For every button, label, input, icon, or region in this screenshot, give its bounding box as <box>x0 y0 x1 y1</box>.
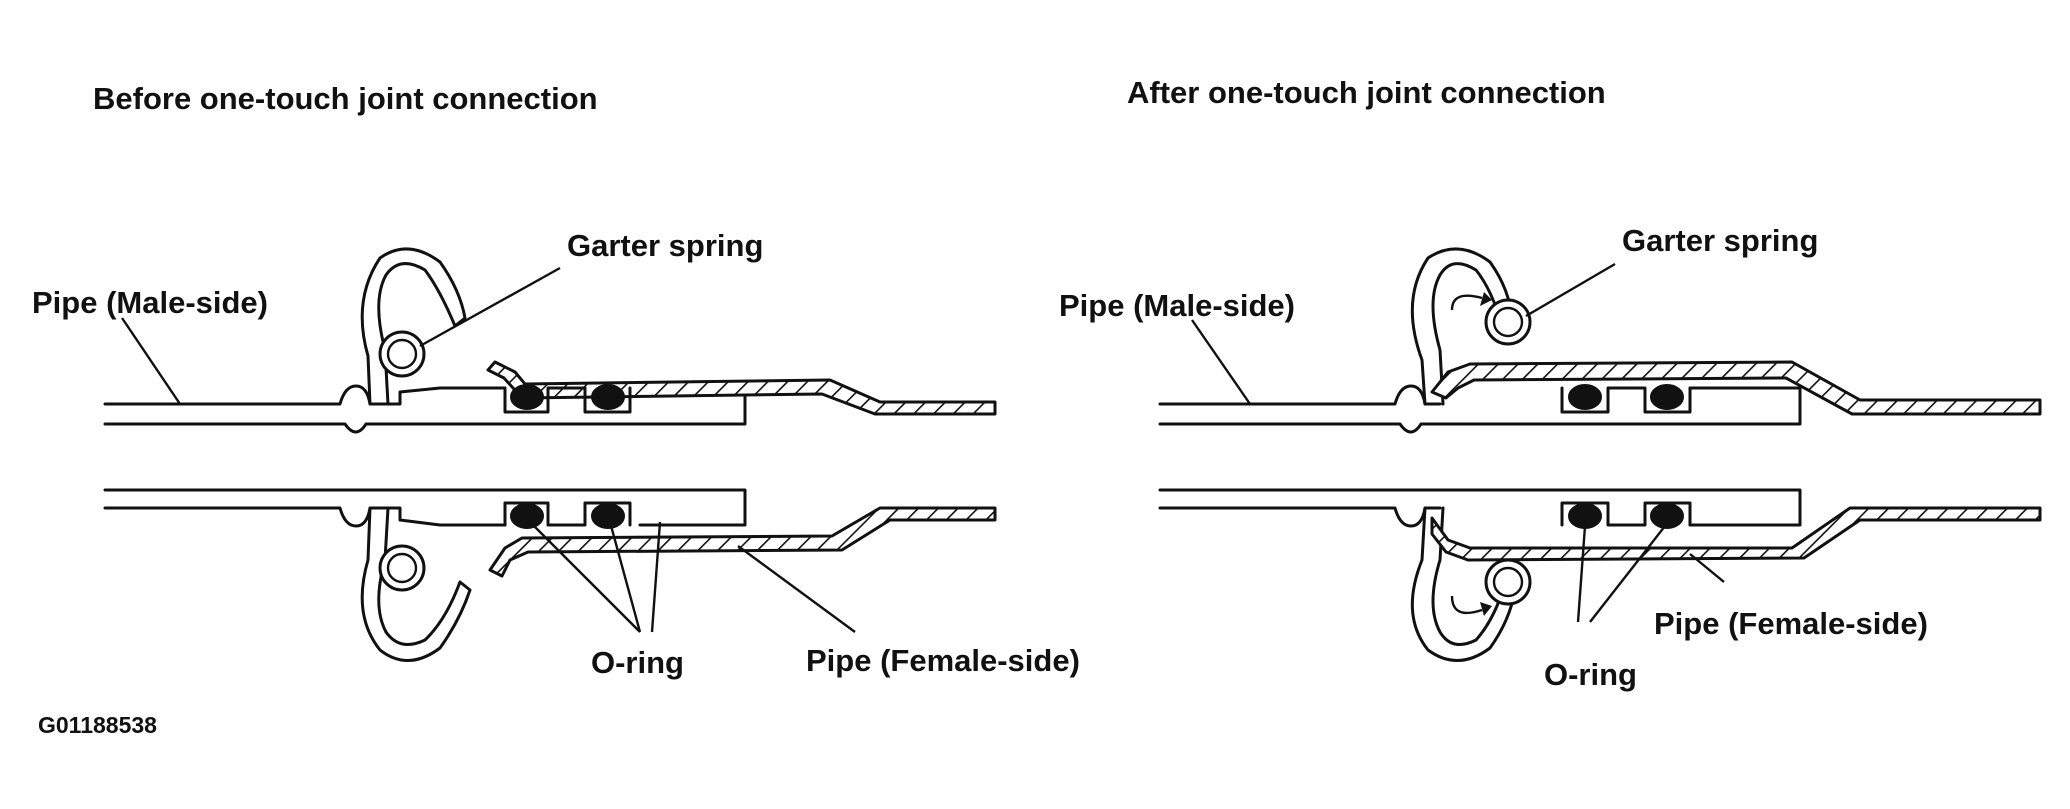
before-leader-pipe-female <box>737 545 856 633</box>
after-leader-oring <box>1576 525 1587 623</box>
after-female-pipe-upper <box>1430 360 2042 416</box>
before-lower-orings <box>503 501 632 529</box>
before-oring <box>591 503 625 529</box>
before-leader-oring <box>650 521 662 633</box>
after-female-pipe-lower <box>1430 506 2042 562</box>
before-lower-clip <box>360 506 472 662</box>
after-upper-arrow <box>1450 294 1483 311</box>
before-upper-garter-spring-core <box>386 338 418 370</box>
before-male-pipe-lower <box>103 488 747 528</box>
after-oring <box>1568 384 1602 410</box>
after-leader-pipe-female <box>1689 553 1725 583</box>
before-leader-garter-spring <box>419 266 561 348</box>
before-leader-oring <box>529 521 641 633</box>
before-oring <box>510 384 544 410</box>
after-upper-garter-spring-core <box>1492 306 1524 338</box>
figure-code: G01188538 <box>38 712 157 738</box>
after-label-garter-spring: Garter spring <box>1622 223 1819 258</box>
after-oring <box>1568 503 1602 529</box>
before-lower-garter-spring <box>378 544 426 592</box>
after-lower-arrow <box>1450 595 1483 615</box>
before-label-o-ring: O-ring <box>591 645 684 680</box>
after-leader-pipe-male <box>1191 319 1251 405</box>
after-lower-garter-spring-core <box>1492 566 1524 598</box>
after-leader-garter-spring <box>1525 262 1616 318</box>
before-leader-oring <box>608 521 642 633</box>
after-heading: After one-touch joint connection <box>1127 75 1606 110</box>
after-diagram <box>1158 247 2042 662</box>
before-label-pipe-female: Pipe (Female-side) <box>806 643 1080 678</box>
before-upper-clip <box>360 247 467 406</box>
before-diagram <box>103 247 997 662</box>
after-male-pipe-lower <box>1158 488 1802 528</box>
before-label-garter-spring: Garter spring <box>567 228 764 263</box>
after-leader-oring <box>1589 525 1666 623</box>
before-heading: Before one-touch joint connection <box>93 81 598 116</box>
before-upper-orings <box>503 384 632 414</box>
before-label-pipe-male: Pipe (Male-side) <box>32 285 268 320</box>
before-oring <box>591 384 625 410</box>
after-upper-orings <box>1560 384 1692 414</box>
before-leader-pipe-male <box>121 317 181 405</box>
before-female-pipe-lower <box>488 506 997 578</box>
after-male-pipe-upper <box>1158 384 1802 434</box>
after-label-o-ring: O-ring <box>1544 657 1637 692</box>
after-lower-orings <box>1560 501 1692 529</box>
after-upper-garter-spring <box>1484 298 1532 346</box>
before-lower-garter-spring-core <box>386 552 418 584</box>
before-oring <box>510 503 544 529</box>
before-upper-garter-spring <box>378 330 426 378</box>
before-female-pipe-upper <box>486 360 997 416</box>
after-label-pipe-female: Pipe (Female-side) <box>1654 606 1928 641</box>
after-oring <box>1650 503 1684 529</box>
after-oring <box>1650 384 1684 410</box>
after-label-pipe-male: Pipe (Male-side) <box>1059 288 1295 323</box>
after-lower-garter-spring <box>1484 558 1532 606</box>
